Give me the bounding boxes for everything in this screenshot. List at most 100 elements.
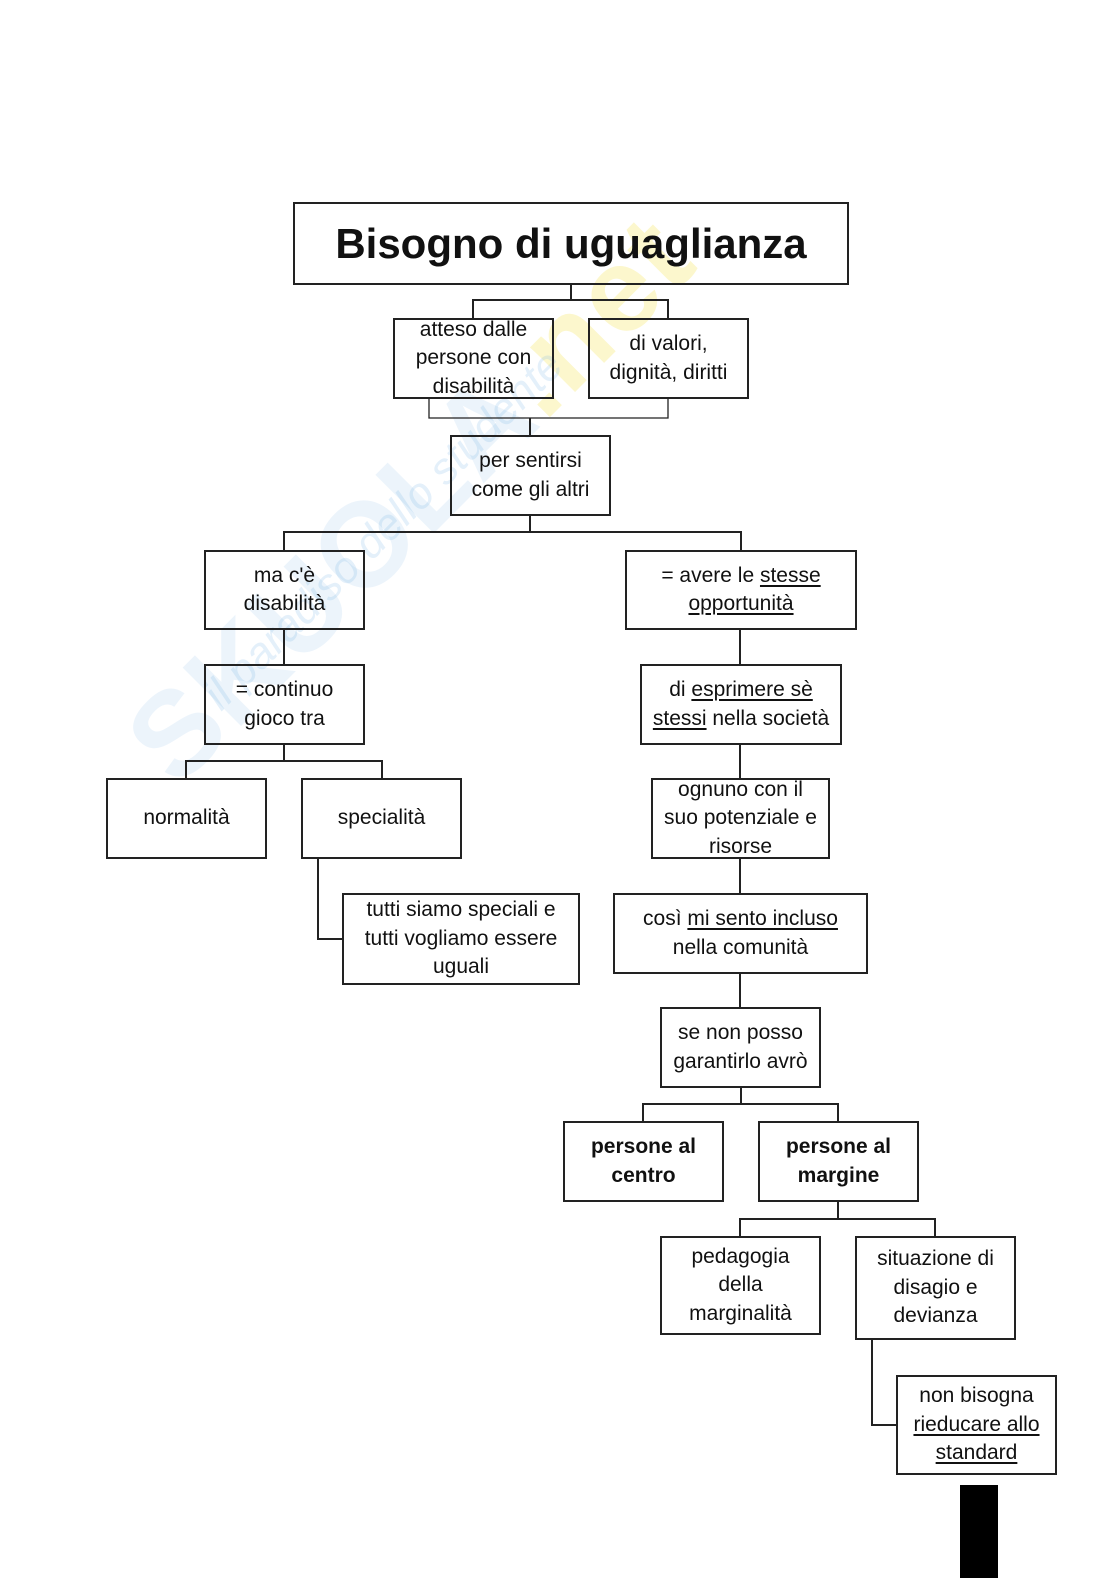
connector xyxy=(739,1218,936,1236)
node-text: specialità xyxy=(337,806,426,830)
node-disabilita: ma c'è disabilità xyxy=(204,550,365,630)
node-text: disabilità xyxy=(432,374,515,398)
node-text: normalità xyxy=(143,806,230,830)
node-text: ma c'è xyxy=(253,563,316,587)
node-line: tutti vogliamo essere xyxy=(365,925,558,954)
node-line: disabilità xyxy=(433,373,515,402)
node-line: = continuo xyxy=(236,676,334,705)
node-line: di esprimere sè xyxy=(669,676,813,705)
node-text: garantirlo avrò xyxy=(673,1049,808,1073)
node-line: standard xyxy=(936,1439,1018,1468)
node-line: rieducare allo xyxy=(913,1411,1039,1440)
node-line: specialità xyxy=(338,804,426,833)
underlined-text: mi sento incluso xyxy=(687,907,838,930)
node-line: stessi nella società xyxy=(653,705,829,734)
node-text: dignità, diritti xyxy=(609,360,728,384)
node-line: come gli altri xyxy=(472,476,590,505)
node-line: opportunità xyxy=(688,590,793,619)
node-line: della xyxy=(718,1271,762,1300)
node-text: così xyxy=(643,907,688,930)
node-text: atteso dalle xyxy=(419,317,528,341)
node-line: disagio e xyxy=(893,1274,977,1303)
node-line: garantirlo avrò xyxy=(673,1048,807,1077)
node-text: persone al xyxy=(590,1135,697,1158)
node-atteso: atteso dalle persone con disabilità xyxy=(393,318,554,399)
node-specialita: specialità xyxy=(301,778,462,859)
node-text: suo potenziale e xyxy=(664,806,817,830)
node-text: tutti vogliamo essere xyxy=(364,926,558,950)
node-line: così mi sento incluso xyxy=(643,905,838,934)
node-text: devianza xyxy=(893,1304,978,1328)
node-line: ma c'è xyxy=(254,562,315,591)
node-line: margine xyxy=(798,1162,880,1191)
node-text: persone al xyxy=(785,1135,892,1158)
node-text: centro xyxy=(611,1163,676,1187)
node-text: di xyxy=(669,678,692,701)
node-text: gioco tra xyxy=(244,706,325,730)
node-centro: persone al centro xyxy=(563,1121,724,1202)
node-text: come gli altri xyxy=(471,477,590,501)
node-line: atteso dalle xyxy=(420,316,527,345)
connector xyxy=(317,859,342,940)
node-text: ognuno con il xyxy=(678,777,803,801)
node-text: nella società xyxy=(706,706,830,730)
underlined-text: opportunità xyxy=(688,592,794,615)
node-line: persone al xyxy=(786,1133,891,1162)
connector xyxy=(428,399,669,419)
connector xyxy=(472,299,669,318)
node-line: = avere le stesse xyxy=(661,562,820,591)
node-line: uguali xyxy=(433,953,489,982)
connector xyxy=(283,531,742,550)
node-line: dignità, diritti xyxy=(610,359,728,388)
node-text: marginalità xyxy=(689,1301,792,1325)
node-text: della xyxy=(718,1273,763,1297)
black-bar xyxy=(960,1485,998,1578)
node-line: tutti siamo speciali e xyxy=(366,896,555,925)
underlined-text: standard xyxy=(935,1441,1018,1465)
node-text: nella comunità xyxy=(672,935,809,959)
node-line: centro xyxy=(611,1162,675,1191)
node-garantirlo: se non posso garantirlo avrò xyxy=(660,1007,821,1088)
node-text: disabilità xyxy=(243,592,326,615)
node-ognuno: ognuno con il suo potenziale e risorse xyxy=(651,778,830,859)
connector xyxy=(871,1340,896,1426)
node-line: ognuno con il xyxy=(678,776,803,805)
node-line: persone con xyxy=(416,344,532,373)
title-box: Bisogno di uguaglianza xyxy=(293,202,849,285)
node-text: uguali xyxy=(432,955,490,979)
connector xyxy=(185,760,383,778)
node-line: devianza xyxy=(893,1302,977,1331)
node-line: di valori, xyxy=(629,330,707,359)
underlined-text: esprimere sè xyxy=(691,678,813,701)
node-line: pedagogia xyxy=(691,1243,789,1272)
node-text: persone con xyxy=(415,346,532,370)
node-line: per sentirsi xyxy=(479,447,582,476)
node-line: disabilità xyxy=(244,590,326,619)
node-line: nella comunità xyxy=(673,934,808,963)
node-normalita: normalità xyxy=(106,778,267,859)
node-text: tutti siamo speciali e xyxy=(366,898,556,922)
node-margine: persone al margine xyxy=(758,1121,919,1202)
node-text: se non posso xyxy=(678,1021,803,1044)
node-line: risorse xyxy=(709,833,772,862)
page-title: Bisogno di uguaglianza xyxy=(335,219,807,267)
node-line: gioco tra xyxy=(244,705,325,734)
node-speciali: tutti siamo speciali e tutti vogliamo ess… xyxy=(342,893,580,985)
node-text: situazione di xyxy=(877,1247,994,1271)
node-line: non bisogna xyxy=(919,1382,1033,1411)
node-line: suo potenziale e xyxy=(664,804,817,833)
node-line: normalità xyxy=(143,804,229,833)
node-text: risorse xyxy=(708,834,772,858)
underlined-text: stessi xyxy=(652,706,707,730)
node-text: di valori, xyxy=(629,332,708,355)
node-line: marginalità xyxy=(689,1300,792,1329)
node-line: situazione di xyxy=(877,1245,994,1274)
node-text: non bisogna xyxy=(919,1384,1034,1408)
underlined-text: stesse xyxy=(759,563,821,587)
